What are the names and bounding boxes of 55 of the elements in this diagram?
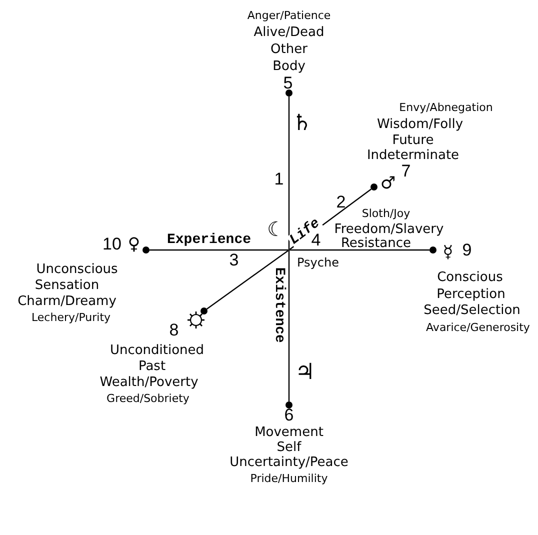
- axis-line: [206, 250, 289, 310]
- endpoint-dot: [286, 90, 292, 96]
- axis-line: [288, 251, 290, 402]
- axis-line: [150, 249, 288, 251]
- node-number: 10: [102, 236, 122, 254]
- attribute-label: Wisdom/Folly: [376, 118, 464, 132]
- attribute-label: Envy/Abnegation: [399, 102, 493, 114]
- attribute-label: Charm/Dreamy: [18, 294, 116, 310]
- attribute-label: Lechery/Purity: [31, 312, 111, 324]
- attribute-label: Wealth/Poverty: [100, 376, 198, 390]
- attribute-label: Psyche: [297, 256, 339, 270]
- segment-number: 2: [336, 194, 346, 212]
- attribute-label: Seed/Selection: [424, 304, 520, 318]
- attribute-label: Alive/Dead: [254, 26, 324, 40]
- attribute-label: Avarice/Generosity: [426, 322, 530, 334]
- node-number: 5: [283, 74, 293, 94]
- attribute-label: Conscious: [437, 270, 503, 286]
- endpoint-dot: [142, 246, 150, 254]
- attribute-label: Indeterminate: [366, 148, 460, 164]
- planet-symbol: ♀: [128, 236, 140, 254]
- attribute-label: Perception: [436, 288, 506, 302]
- planet-symbol: ☿: [442, 244, 454, 262]
- attribute-label: Other: [270, 42, 308, 58]
- attribute-label: Movement: [254, 426, 324, 440]
- planet-symbol: ♃: [295, 362, 315, 384]
- attribute-label: Body: [272, 60, 306, 74]
- attribute-label: Pride/Humility: [250, 472, 328, 486]
- endpoint-dot: [370, 184, 378, 190]
- attribute-label: Uncertainty/Peace: [230, 456, 348, 470]
- attribute-label: Freedom/Slavery: [334, 222, 444, 237]
- node-number: 7: [401, 162, 411, 182]
- edge-label: Experience: [166, 233, 252, 247]
- endpoint-dot: [200, 308, 208, 314]
- planet-symbol: ☾: [267, 219, 285, 239]
- attribute-label: Past: [138, 360, 166, 374]
- endpoint-dot: [286, 402, 292, 408]
- attribute-label: Greed/Sobriety: [106, 392, 190, 406]
- planet-symbol: ♄: [292, 113, 312, 135]
- planet-symbol: ♂: [380, 176, 396, 192]
- segment-number: 1: [274, 170, 284, 190]
- attribute-label: Unconditioned: [110, 344, 204, 358]
- node-number: 6: [284, 406, 294, 426]
- attribute-label: Unconscious: [36, 262, 118, 278]
- attribute-label: Future: [392, 134, 434, 148]
- segment-number: 3: [229, 252, 239, 270]
- attribute-label: Resistance: [340, 236, 412, 252]
- attribute-label: Anger/Patience: [247, 10, 331, 22]
- endpoint-dot: [430, 246, 436, 254]
- axis-line: [290, 249, 430, 251]
- node-number: 9: [462, 242, 472, 260]
- attribute-label: Self: [276, 440, 302, 456]
- attribute-label: Sloth/Joy: [362, 208, 410, 220]
- attribute-label: Sensation: [34, 278, 100, 294]
- node-number: 8: [169, 322, 179, 340]
- axis-line: [288, 96, 290, 249]
